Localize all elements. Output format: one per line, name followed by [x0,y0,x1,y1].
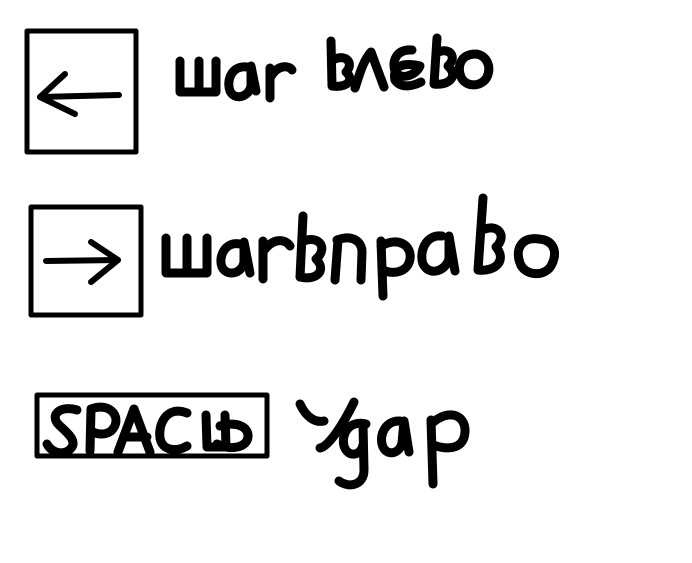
right-arrow-key-box [28,204,144,318]
step-left-handwriting [175,33,494,103]
left-arrow-icon [37,71,122,117]
punch-handwriting [295,397,470,490]
space-handwriting [42,402,253,458]
right-arrow-icon [43,239,121,285]
left-arrow-key-box [24,28,139,155]
step-right-handwriting [161,193,559,301]
